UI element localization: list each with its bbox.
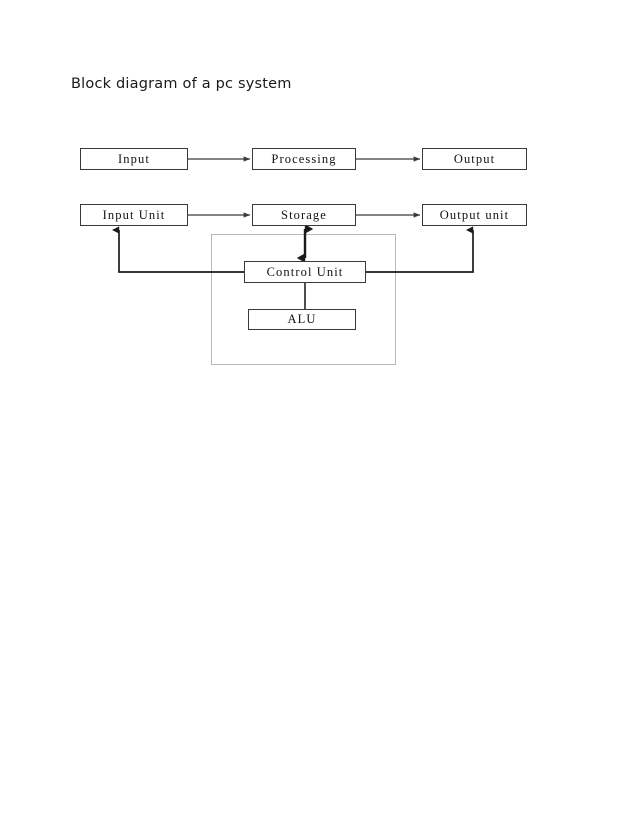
node-output-label: Output — [453, 151, 496, 166]
node-output[interactable]: Output — [422, 148, 527, 170]
node-storage[interactable]: Storage — [252, 204, 356, 226]
node-input-label: Input — [118, 151, 150, 166]
node-control-unit-label: Control Unit — [266, 264, 344, 279]
page-title: Block diagram of a pc system — [71, 76, 292, 92]
node-output-unit-label: Output unit — [439, 207, 510, 222]
node-control-unit[interactable]: Control Unit — [244, 261, 366, 283]
cpu-container-box — [211, 234, 396, 365]
node-processing-label: Processing — [271, 151, 337, 166]
node-alu-label: ALU — [287, 312, 317, 327]
node-input-unit[interactable]: Input Unit — [80, 204, 188, 226]
node-output-unit[interactable]: Output unit — [422, 204, 527, 226]
node-input-unit-label: Input Unit — [102, 207, 166, 222]
node-processing[interactable]: Processing — [252, 148, 356, 170]
node-input[interactable]: Input — [80, 148, 188, 170]
node-storage-label: Storage — [281, 207, 327, 222]
node-alu[interactable]: ALU — [248, 309, 356, 330]
